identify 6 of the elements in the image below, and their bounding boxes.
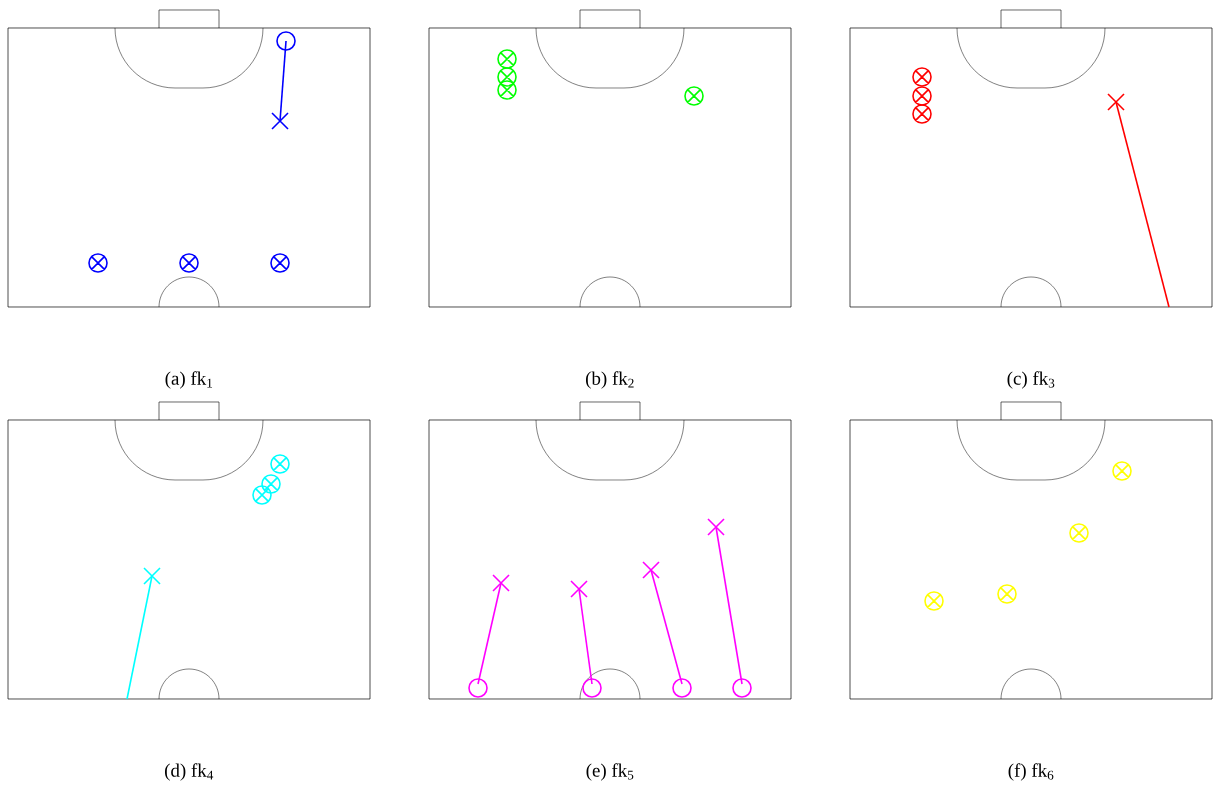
caption: (b) fk$_{2}$: [586, 371, 634, 389]
caption: (e) fk$_{5}$: [586, 763, 634, 781]
caption: (d) fk$_{4}$: [165, 763, 214, 781]
caption: (a) fk$_{1}$: [165, 371, 213, 389]
caption: (c) fk$_{3}$: [1007, 371, 1055, 389]
caption: (f) fk$_{6}$: [1008, 763, 1054, 781]
